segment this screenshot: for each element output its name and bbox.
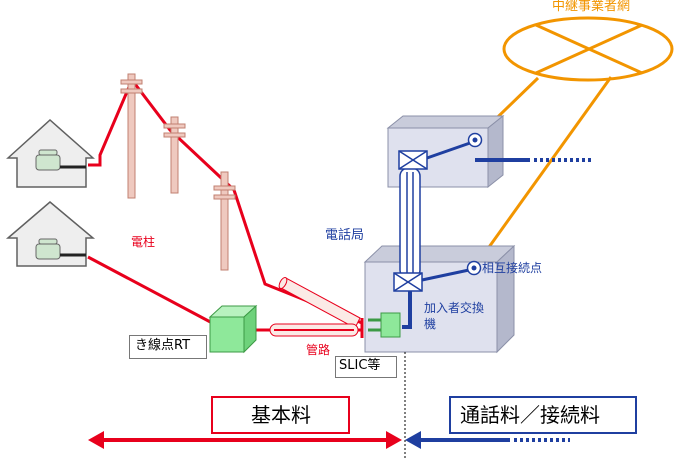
basic-fee-label: 基本料 [251,403,311,427]
interconnection-point-label: 相互接続点 [482,261,543,275]
house-icon-2 [5,201,96,267]
switch-to-slic-line [402,291,412,329]
lower-switch-link [421,268,470,282]
relay-line-lower [472,76,613,269]
slic-unit [368,312,401,338]
remote-terminal-label-box: き線点RT [129,335,207,359]
basic-fee-box: 基本料 [211,396,350,434]
telephone-icon [35,149,86,171]
exchange-switch-icon [398,150,428,170]
utility-pole-icon [120,73,143,199]
relay-network-ellipse [502,16,674,82]
interconnection-point-lower-icon [466,260,482,276]
telephone-icon-2 [35,238,86,260]
basic-fee-arrow [88,431,402,449]
call-fee-arrow [405,431,570,449]
call-fee-label: 通話料／接続料 [460,403,600,427]
access-line-overhead [88,77,363,325]
conduit-pipe-icon [269,277,361,337]
call-fee-box: 通話料／接続料 [449,396,637,434]
slic-label: SLIC等 [339,358,381,373]
utility-pole-icon-2 [163,116,186,194]
remote-terminal-box-icon [208,304,258,354]
interconnection-point-icon [467,132,483,148]
upper-switch-link [426,141,471,160]
remote-terminal-label: き線点RT [135,338,191,353]
utility-pole-label: 電柱 [131,235,156,249]
access-line-underground [87,255,217,327]
subscriber-exchange-label: 加入者交換 機 [424,301,485,332]
subscriber-switch-icon [393,272,423,292]
relay-network-label: 中継事業者網 [552,0,631,14]
trunk-tube [399,167,421,279]
telephone-office-label: 電話局 [325,228,365,243]
slic-label-box: SLIC等 [335,356,397,378]
conduit-label: 管路 [306,343,331,357]
utility-pole-icon-3 [213,171,236,271]
